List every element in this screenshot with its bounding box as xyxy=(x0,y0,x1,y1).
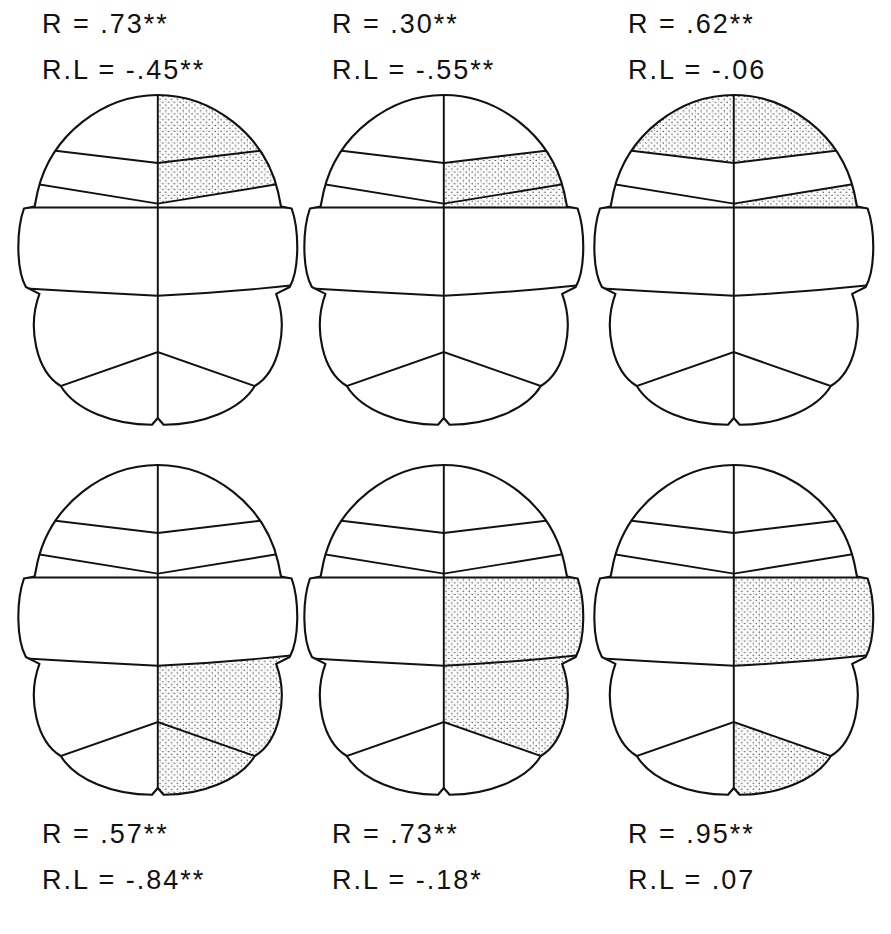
plastron-figure xyxy=(579,465,889,814)
correlation-label: R.L = -.06 xyxy=(628,54,766,86)
correlation-label: R = .57** xyxy=(42,818,169,850)
correlation-label: R = .73** xyxy=(42,8,169,40)
plastron-figure xyxy=(3,465,313,814)
correlation-label: R = .62** xyxy=(628,8,755,40)
correlation-label: R.L = -.45** xyxy=(42,54,205,86)
correlation-label: R.L = -.84** xyxy=(42,864,205,896)
plastron-figure xyxy=(289,95,599,425)
plastron-figure xyxy=(289,465,599,795)
plastron-figure xyxy=(579,85,889,425)
correlation-label: R.L = .07 xyxy=(628,864,755,896)
correlation-label: R.L = -.18* xyxy=(332,864,483,896)
plastron-figure xyxy=(3,85,313,425)
correlation-label: R = .73** xyxy=(332,818,459,850)
correlation-label: R = .95** xyxy=(628,818,755,850)
correlation-label: R = .30** xyxy=(332,8,459,40)
correlation-label: R.L = -.55** xyxy=(332,54,495,86)
